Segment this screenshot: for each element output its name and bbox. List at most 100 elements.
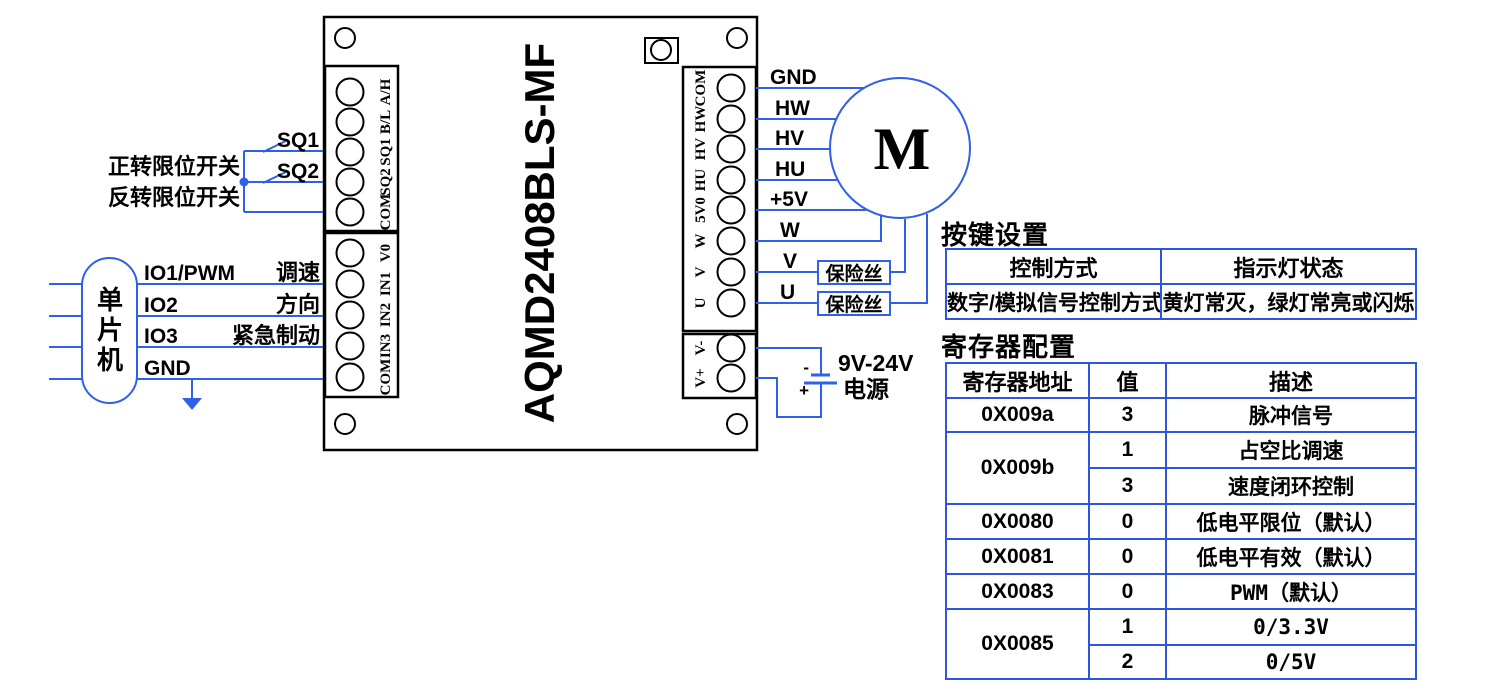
terminal-label: B/L [378,110,394,134]
wire-phase-w [756,216,882,242]
sq2-label: SQ2 [277,160,319,183]
cell-description: PWM（默认） [1165,573,1417,610]
mcu-left-stub-wires [49,283,84,380]
terminal-label: COM [378,359,394,396]
terminal-label: HW [693,106,709,133]
left-terminal-block-1 [323,64,400,233]
cell-value: 1 [1088,431,1167,469]
switch-arm-sq2-icon [262,170,289,184]
cell-value: 0 [1088,538,1167,575]
col-header-value: 值 [1088,362,1167,399]
func-direction-label: 方向 [276,292,320,317]
col-header-control-mode: 控制方式 [945,248,1162,285]
motor-wire-label-v: V [783,250,797,273]
reverse-limit-switch-label: 反转限位开关 [108,185,240,210]
cell-value: 0 [1088,503,1167,540]
wire-phase-u [756,214,928,304]
wire-phase-v [756,219,906,273]
fuse-1: 保险丝 [817,260,891,285]
motor-wire-label-gnd: GND [770,66,817,89]
terminal-label: V+ [693,368,709,387]
register-config-table: 寄存器地址 值 描述 0X009a 3 脉冲信号 0X009b 1 占空比调速 … [945,362,1417,680]
forward-limit-switch-label: 正转限位开关 [108,154,240,179]
mounting-hole-bottom-right [726,413,748,435]
cell-description: 低电平有效（默认） [1165,538,1417,575]
table-row: 3 速度闭环控制 [946,467,1417,505]
fuse-box-icon [817,291,891,316]
col-header-description: 描述 [1165,362,1417,399]
cell-description: 0/5V [1165,644,1417,680]
battery-icon [804,373,837,385]
terminal-label: COM [693,70,709,107]
motor-wire-label-w: W [780,219,800,242]
motor-circle [829,77,971,219]
terminal-label: V0 [378,244,394,262]
terminal-label: COM [378,194,394,231]
battery-plus-sign: + [799,381,809,400]
left-terminal-block-2 [323,231,400,399]
terminal-label: V- [693,341,709,356]
terminal-circles [335,238,365,392]
cell-value: 1 [1088,608,1167,646]
key-settings-table: 控制方式 指示灯状态 数字/模拟信号控制方式 黄灯常灭，绿灯常亮或闪烁 [945,248,1417,320]
battery-minus-sign: - [803,358,809,377]
cell-description: 占空比调速 [1165,431,1417,469]
fuse-label: 保险丝 [824,262,882,285]
table-row: 数字/模拟信号控制方式 黄灯常灭，绿灯常亮或闪烁 [945,283,1417,320]
table-row: 2 0/5V [946,644,1417,680]
terminal-label: SQ2 [378,168,394,196]
terminal-label: IN1 [378,272,394,296]
cell-control-mode: 数字/模拟信号控制方式 [945,283,1162,320]
key-settings-title: 按键设置 [941,220,1050,250]
terminal-circles [716,333,746,393]
sq1-label: SQ1 [277,129,319,152]
board-title: AQMD2408BLS-MF [516,43,563,423]
col-header-indicator-status: 指示灯状态 [1160,248,1417,285]
register-config-title: 寄存器配置 [941,332,1077,362]
wires [49,87,928,418]
table-row: 0X0080 0 低电平限位（默认） [945,503,1417,540]
motor-wire-label-hw: HW [775,97,810,120]
motor-wire-label-hu: HU [775,158,805,181]
terminal-label: IN3 [378,334,394,358]
terminal-circles [716,73,746,318]
table-header-row: 寄存器地址 值 描述 [945,362,1417,399]
table-row: 0X0085 1 0/3.3V [945,608,1417,680]
cell-register-address: 0X009b [945,431,1090,505]
table-row: 0X0083 0 PWM（默认） [945,573,1417,610]
cell-value: 2 [1088,644,1167,680]
mcu-pin1-label: IO1/PWM [144,262,235,285]
switch-arm-sq1-icon [262,139,289,153]
terminal-label: V [693,266,709,277]
table-header-row: 控制方式 指示灯状态 [945,248,1417,285]
terminal-label: SQ1 [378,138,394,166]
setup-button-cap-icon [650,39,672,61]
left-terminal-block-2-labels: V0 IN1 IN2 IN3 COM [378,244,394,396]
motor-wire-label-hv: HV [775,127,804,150]
right-terminal-block-2-labels: V- V+ [693,341,709,388]
fuse-2: 保险丝 [817,291,891,316]
ground-icon [182,398,202,410]
table-row: 0X009b 1 占空比调速 [945,431,1417,505]
power-name-label: 电源 [843,376,889,402]
func-emergency-brake-label: 紧急制动 [232,323,320,348]
func-speed-label: 调速 [276,260,320,285]
mcu-pin3-label: IO3 [144,325,178,348]
right-terminal-block-1-labels: COM HW HV HU 5V0 W V U [693,70,709,309]
cell-description: 0/3.3V [1165,608,1417,646]
cell-value: 3 [1088,467,1167,505]
terminal-label: HU [693,169,709,192]
cell-value: 0 [1088,573,1167,610]
mcu-pin2-label: IO2 [144,294,178,317]
cell-description: 速度闭环控制 [1165,467,1417,505]
terminal-circles [335,77,365,227]
fuse-box-icon [817,260,891,285]
mounting-hole-top-left [334,27,356,49]
table-row: 0X0081 0 低电平有效（默认） [945,538,1417,575]
power-voltage-label: 9V-24V [838,350,914,376]
right-terminal-block-2 [681,332,758,400]
junction-dot-icon [239,177,249,187]
mounting-hole-bottom-left [334,413,356,435]
